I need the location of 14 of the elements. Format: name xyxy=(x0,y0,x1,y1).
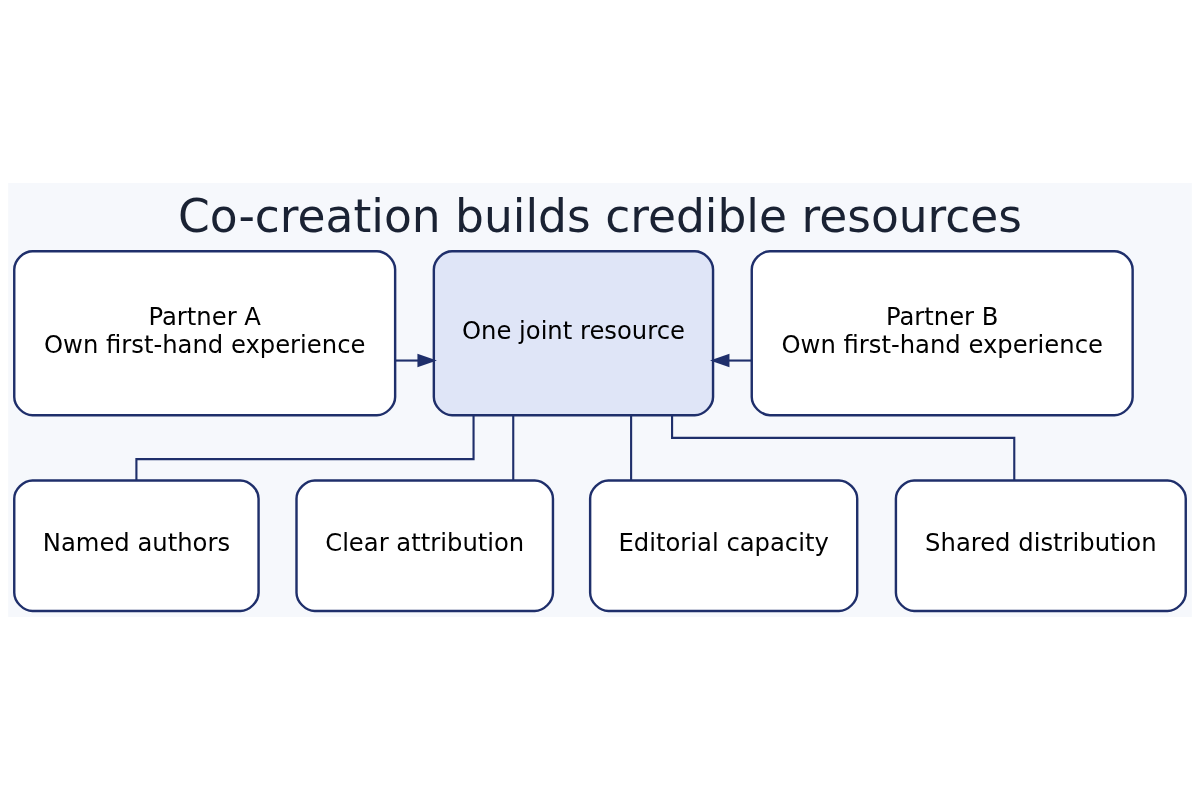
diagram-title: Co-creation builds credible resources xyxy=(177,189,1023,243)
arrow xyxy=(710,353,752,368)
node-box: Named authors xyxy=(13,479,260,613)
node-box: Shared distribution xyxy=(894,479,1187,613)
node-box: Partner A Own first-hand experience xyxy=(13,250,397,417)
connector xyxy=(135,415,475,481)
connector xyxy=(630,415,633,481)
node-box: One joint resource xyxy=(432,250,715,417)
node-box: Editorial capacity xyxy=(588,479,859,613)
node-box: Clear attribution xyxy=(295,479,555,613)
connector xyxy=(671,415,1016,480)
node-box: Partner B Own first-hand experience xyxy=(750,250,1134,417)
connector xyxy=(512,415,515,481)
arrow xyxy=(395,353,437,368)
